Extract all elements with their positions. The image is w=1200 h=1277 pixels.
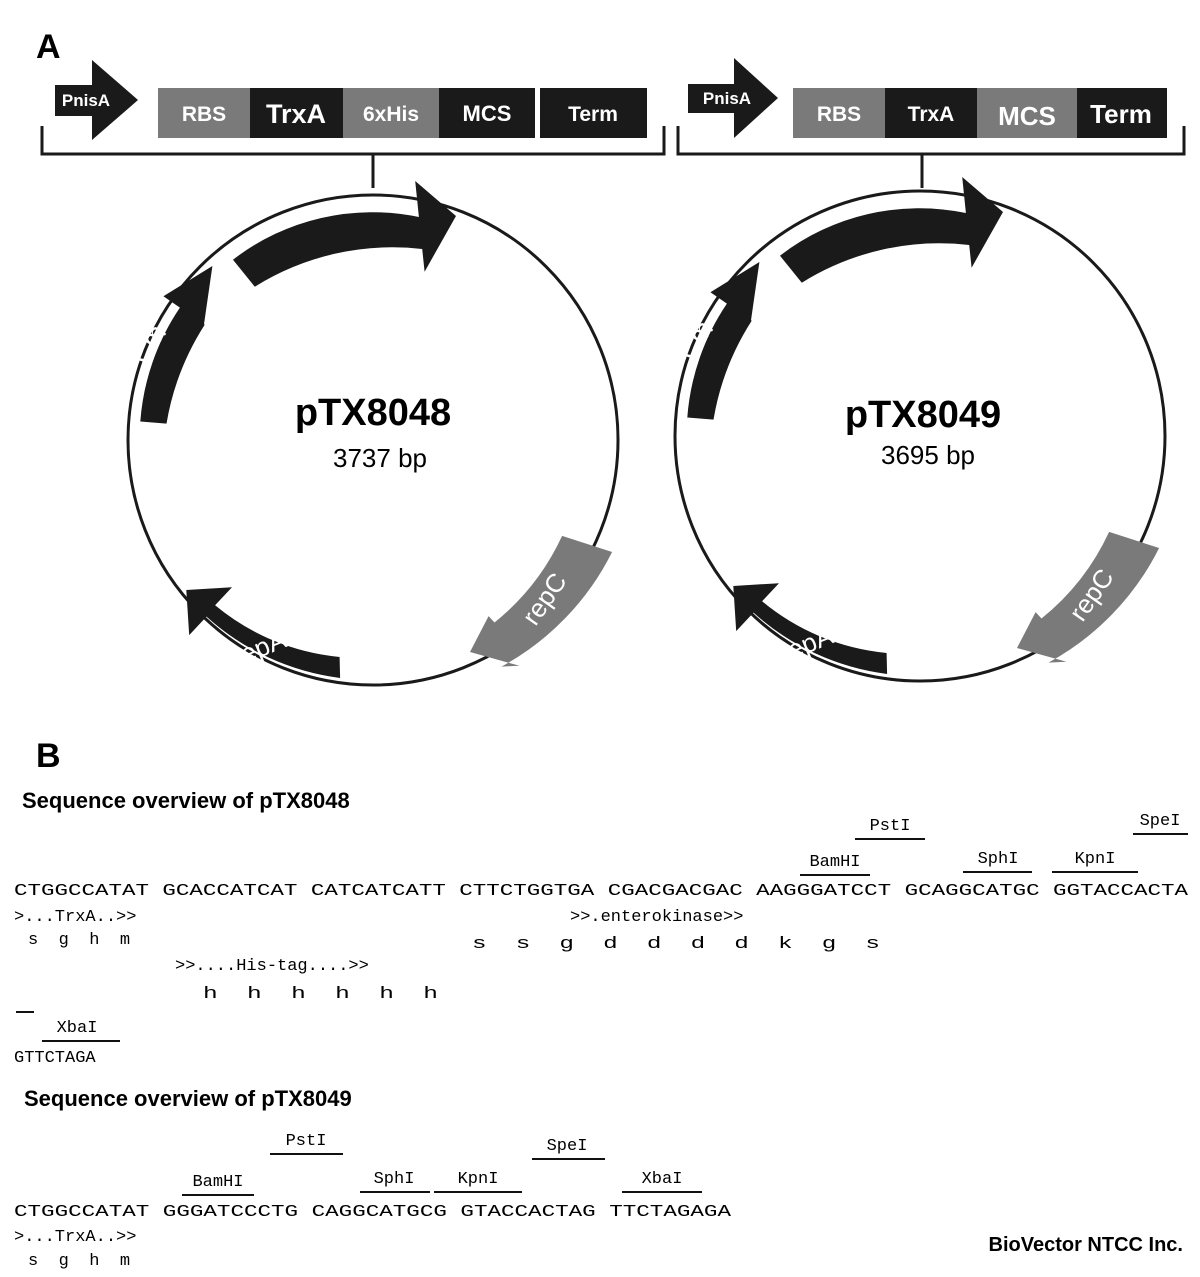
repa-gene-arrow-right	[733, 583, 888, 674]
aa-trxa-1: s g h m	[28, 931, 130, 950]
rbs-label-right: RBS	[817, 103, 861, 126]
plasmid-map-ptx8048: Cm repA repC pTX8048 3737 bp	[124, 181, 620, 687]
rbs-label-left: RBS	[182, 103, 226, 126]
feature-trxa-2: >...TrxA..>>	[14, 1228, 136, 1247]
feature-enterokinase: >>.enterokinase>>	[570, 908, 743, 927]
repa-gene-arrow-left	[186, 587, 341, 678]
trxa-label-left: TrxA	[266, 99, 326, 129]
feature-his-tag: >>....His-tag....>>	[175, 957, 369, 976]
bracket-left	[40, 126, 666, 156]
aa-trxa-2: s g h m	[28, 1252, 130, 1271]
mcs-label-left: MCS	[463, 101, 512, 126]
term-label-right: Term	[1090, 99, 1152, 129]
plasmid-backbone-right	[673, 189, 1167, 683]
site-xbai-1: XbaI	[57, 1019, 98, 1038]
trxa-box-left	[250, 88, 343, 138]
his-label-left: 6xHis	[363, 103, 419, 126]
pnisa-promoter-arrow-right	[688, 58, 778, 138]
sequence-title-ptx8048: Sequence overview of pTX8048	[22, 788, 350, 813]
mcs-box-left	[439, 88, 535, 138]
site-spei-2: SpeI	[547, 1137, 588, 1156]
bracket-right	[676, 126, 1186, 156]
credit-text: BioVector NTCC Inc.	[989, 1234, 1183, 1256]
panel-b-label: B	[36, 737, 61, 775]
site-xbai-2: XbaI	[642, 1170, 683, 1189]
feature-trxa-1: >...TrxA..>>	[14, 908, 136, 927]
pnisa-label-right: PnisA	[703, 89, 751, 108]
dna-sequence-ptx8048-line2: GTTCTAGA	[14, 1049, 96, 1068]
sequence-title-ptx8049: Sequence overview of pTX8049	[24, 1086, 352, 1111]
site-kpni-2: KpnI	[458, 1170, 499, 1189]
mcs-box-right	[977, 88, 1077, 138]
trxa-label-right: TrxA	[908, 103, 955, 126]
aa-his-tag: h h h h h h	[203, 985, 438, 1004]
repc-gene-arrow-right	[1017, 531, 1160, 663]
right-cassette: PnisA RBS TrxA MCS Term	[676, 58, 1186, 188]
dna-sequence-ptx8048: CTGGCCATAT GCACCATCAT CATCATCATT CTTCTGG…	[14, 882, 1189, 901]
plasmid-size-ptx8049: 3695 bp	[881, 440, 975, 470]
site-psti-2: PstI	[286, 1132, 327, 1151]
plasmid-size-ptx8048: 3737 bp	[333, 443, 427, 473]
plasmid-name-ptx8049: pTX8049	[845, 394, 1001, 436]
cm-gene-arrow-right	[687, 262, 760, 420]
site-sphi-1: SphI	[978, 850, 1019, 869]
left-cassette: PnisA RBS TrxA 6xHis MCS Term	[40, 60, 666, 188]
sequence-overview-ptx8049: Sequence overview of pTX8049 PstI SpeI B…	[14, 1086, 732, 1271]
dna-sequence-ptx8049: CTGGCCATAT GGGATCCCTG CAGGCATGCG GTACCAC…	[14, 1203, 732, 1222]
rbs-box-right	[793, 88, 885, 138]
site-bamhi-2: BamHI	[192, 1173, 243, 1192]
cm-gene-arrow-left	[140, 266, 213, 424]
term-label-left: Term	[568, 103, 618, 126]
sequence-overview-ptx8048: Sequence overview of pTX8048 PstI SpeI B…	[14, 788, 1189, 1068]
site-psti-1: PstI	[870, 817, 911, 836]
site-sphi-2: SphI	[374, 1170, 415, 1189]
term-box-left	[540, 88, 647, 138]
plasmid-map-ptx8049: Cm repA repC pTX8049 3695 bp	[671, 177, 1167, 683]
rbs-box-left	[158, 88, 250, 138]
trxa-box-right	[885, 88, 977, 138]
cassette-gene-arrow-right	[780, 177, 1003, 283]
aa-enterokinase: s s g d d d d k g s	[472, 935, 880, 954]
plasmid-name-ptx8048: pTX8048	[295, 392, 451, 434]
mcs-label-right: MCS	[998, 101, 1056, 131]
pnisa-promoter-arrow-left	[55, 60, 138, 140]
term-box-right	[1077, 88, 1167, 138]
repc-gene-arrow-left	[470, 535, 613, 667]
panel-a-label: A	[36, 28, 61, 66]
pnisa-label-left: PnisA	[62, 91, 110, 110]
site-bamhi-1: BamHI	[809, 853, 860, 872]
site-spei-1: SpeI	[1140, 812, 1181, 831]
his-box-left	[343, 88, 439, 138]
cassette-gene-arrow-left	[233, 181, 456, 287]
plasmid-backbone-left	[126, 193, 620, 687]
site-kpni-1: KpnI	[1075, 850, 1116, 869]
